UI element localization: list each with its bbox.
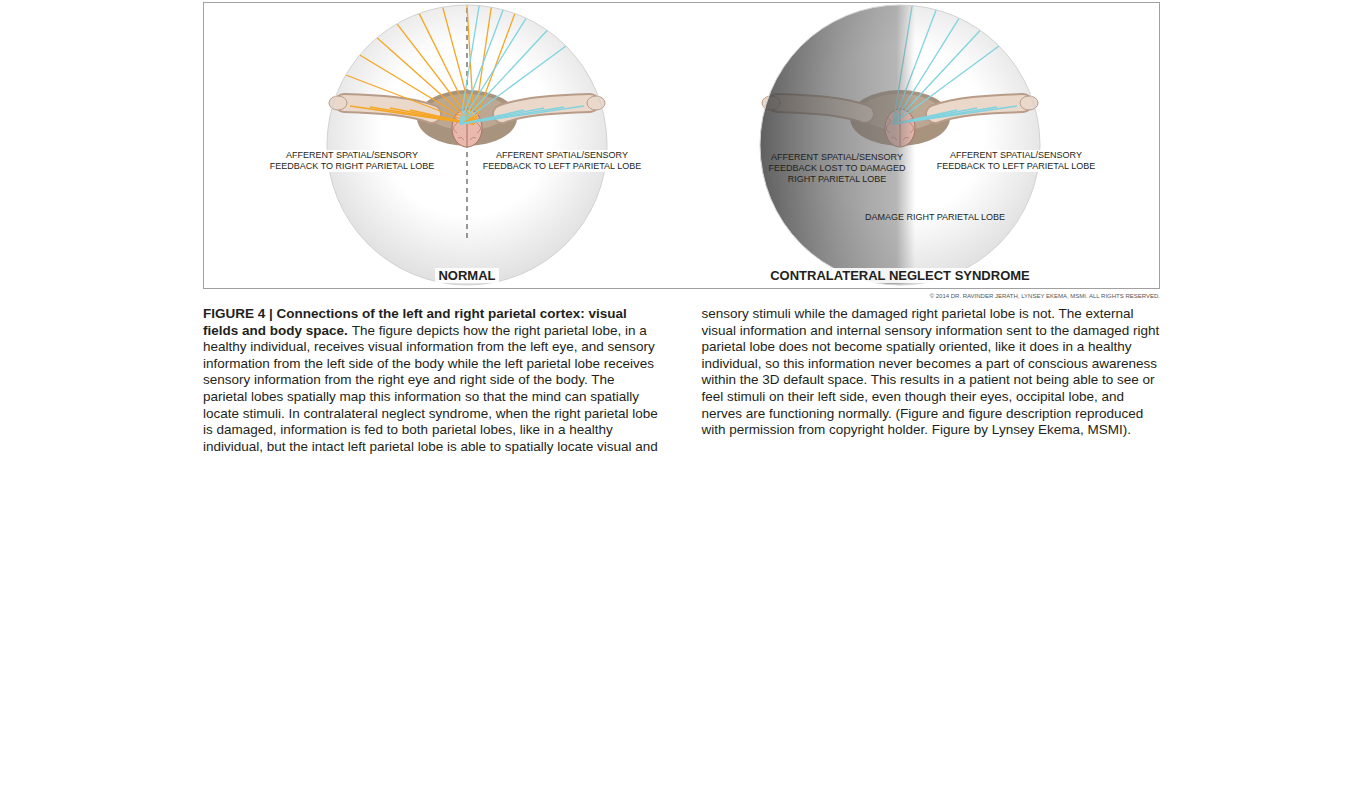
figure-caption: FIGURE 4 | Connections of the left and r… [203,306,1160,455]
visual-field-lines-cyan [460,18,526,124]
sphere-outline [760,5,1040,285]
label-holder: DAMAGE RIGHT PARIETAL LOBE [865,212,1005,223]
region-label: AFFERENT SPATIAL/SENSORY FEEDBACK LOST T… [762,152,912,185]
region-label: AFFERENT SPATIAL/SENSORY FEEDBACK TO LEF… [929,150,1104,172]
visual-field-lines-orange [370,107,474,124]
label-holder: AFFERENT SPATIAL/SENSORY FEEDBACK TO LEF… [929,150,1104,172]
visual-field-lines-orange [350,106,474,124]
visual-field-lines-cyan [460,10,503,124]
neglected-hemisphere-shade [760,0,915,290]
label-holder: AFFERENT SPATIAL/SENSORY FEEDBACK TO RIG… [265,150,440,172]
visual-field-lines-cyan [460,6,584,125]
damage-label: DAMAGE RIGHT PARIETAL LOBE [865,212,1005,223]
visual-field-lines-orange [346,5,515,124]
visual-field-lines-cyan [460,30,547,124]
region-label: AFFERENT SPATIAL/SENSORY FEEDBACK TO RIG… [265,150,440,172]
copyright-note: © 2014 DR. RAVINDER JERATH, LYNSEY EKEMA… [930,292,1160,300]
visual-field-lines-cyan [460,110,524,124]
visual-field-lines-cyan [460,46,566,124]
visual-field-lines-cyan [460,108,544,124]
label-holder: © 2014 DR. RAVINDER JERATH, LYNSEY EKEMA… [930,292,1160,300]
label-holder: CONTRALATERAL NEGLECT SYNDROME [767,268,1033,283]
sphere-outline [327,5,607,285]
region-label: AFFERENT SPATIAL/SENSORY FEEDBACK TO LEF… [475,150,650,172]
panel-title: CONTRALATERAL NEGLECT SYNDROME [767,268,1033,283]
label-holder: AFFERENT SPATIAL/SENSORY FEEDBACK TO LEF… [475,150,650,172]
visual-field-lines-cyan [460,107,564,124]
normal-sphere [466,8,467,240]
label-holder: NORMAL [435,268,498,283]
figure-frame [204,3,1160,289]
normal-sphere [327,5,607,285]
label-holder: AFFERENT SPATIAL/SENSORY FEEDBACK LOST T… [762,152,912,185]
visual-field-lines-cyan [460,106,584,124]
panel-title: NORMAL [435,268,498,283]
label-layer: AFFERENT SPATIAL/SENSORY FEEDBACK TO RIG… [0,0,1358,300]
normal-sphere [327,5,607,285]
